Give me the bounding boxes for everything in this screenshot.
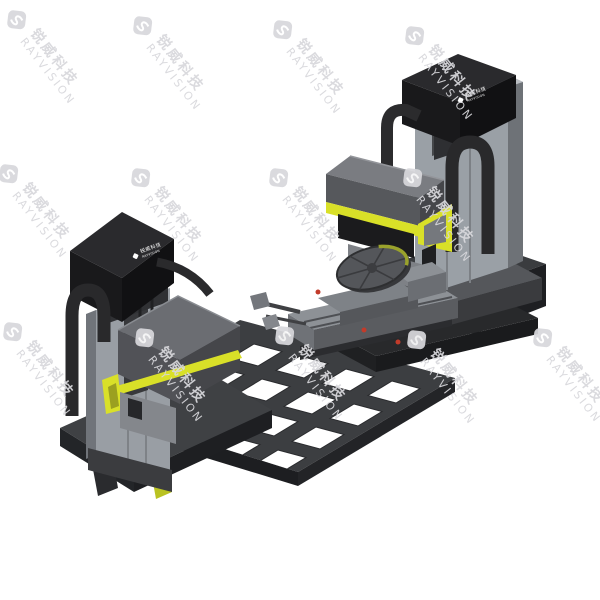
right-cabinet-front-right [460, 75, 516, 146]
right-yellow-wedge-hollow [424, 214, 446, 246]
right-ram-top [326, 156, 444, 198]
right-cabinet [402, 54, 516, 146]
cutout-hole [274, 355, 330, 379]
rotary-table-fixture [250, 244, 458, 360]
right-cabinet-top [402, 54, 516, 102]
left-pedestal [88, 448, 172, 492]
slide-saddle-top [318, 280, 418, 312]
left-table-front-left [118, 330, 180, 404]
cutout-hole [236, 378, 292, 402]
table-bracket-front [408, 272, 446, 302]
red-accent [315, 289, 321, 295]
left-cable-hook [65, 283, 111, 416]
cutout-hole [290, 426, 346, 450]
cutout-hole [282, 391, 338, 415]
red-accent [395, 339, 401, 345]
left-yellow-strip [110, 350, 242, 396]
base-plate-front-right-edge [298, 378, 455, 486]
slide-bed-front [314, 298, 458, 350]
disc-yellow-rim [378, 244, 409, 266]
right-cable-hook [445, 135, 495, 254]
right-column-side [508, 75, 523, 268]
cutout-hole [328, 403, 384, 427]
left-cable-arc-right [156, 257, 214, 297]
left-clamp-block [128, 398, 142, 420]
right-ram-end [420, 180, 444, 226]
table-bracket-top [394, 262, 446, 282]
right-pedestal-front [432, 278, 542, 330]
rotary-disc [335, 244, 412, 293]
red-accent [361, 327, 367, 333]
right-cable-arc-left [381, 103, 422, 170]
right-cabinet-front-left [402, 80, 460, 146]
left-cabinet-top [70, 212, 174, 278]
left-column-side [86, 310, 96, 459]
right-ram-front [326, 174, 420, 226]
cutout-hole [320, 368, 376, 392]
right-yellow-way-cover [326, 202, 420, 237]
screw-end-block [250, 292, 270, 310]
cutout-hole [366, 380, 422, 404]
slide-saddle-front [340, 294, 418, 326]
